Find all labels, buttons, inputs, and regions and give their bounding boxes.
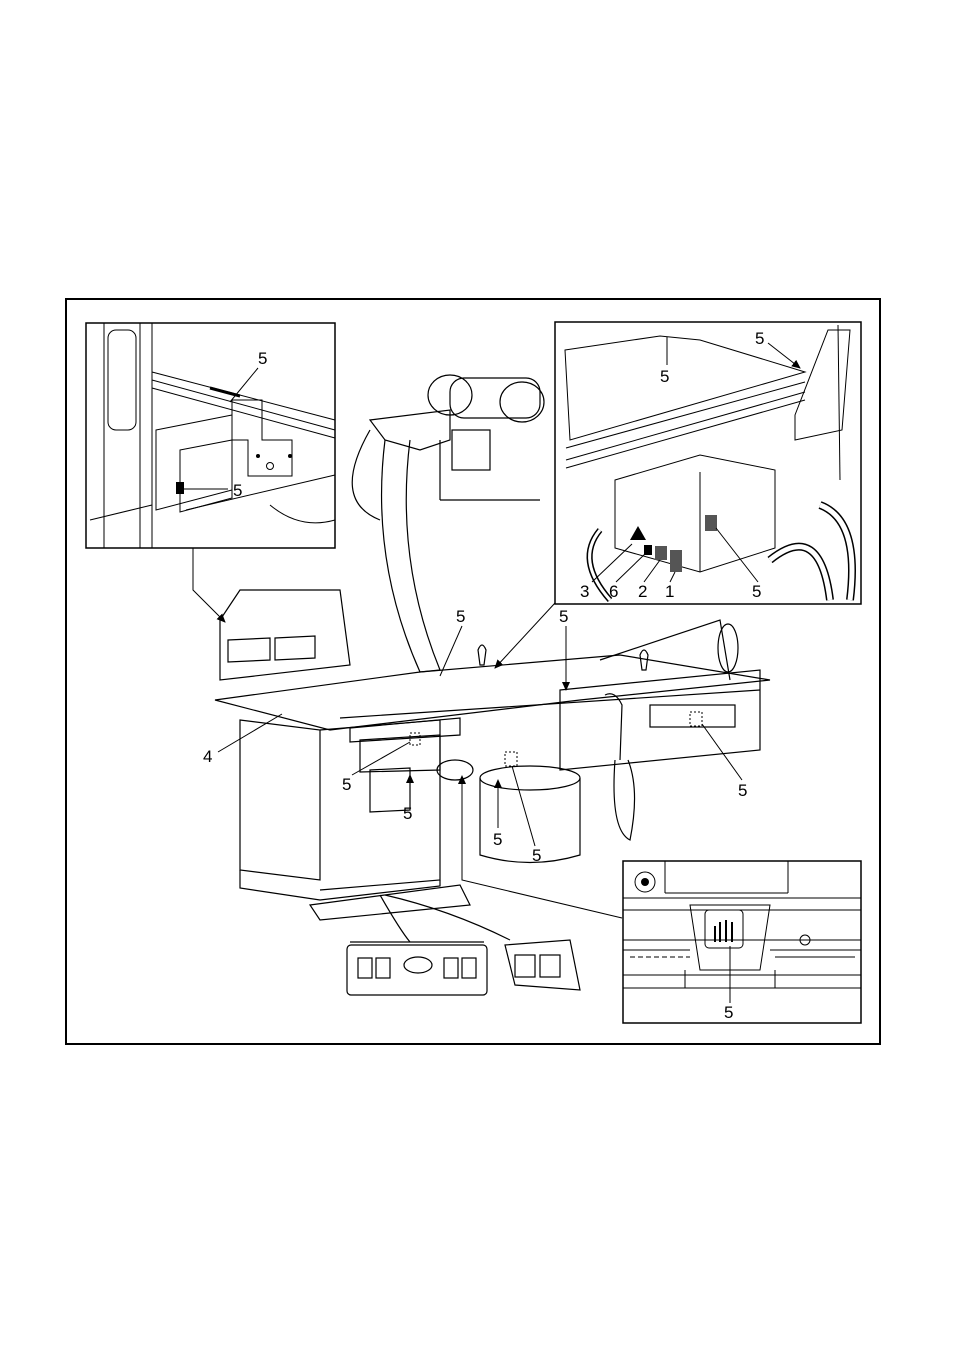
label-sticker xyxy=(705,515,717,531)
hidden-label-marker xyxy=(505,752,517,766)
callout-top-right-n6: 6 xyxy=(609,582,618,601)
main-callouts: 5 5 4 5 5 5 5 5 xyxy=(203,607,747,865)
callout-main-table-center: 5 xyxy=(456,607,465,626)
callout-main-right-panel: 5 xyxy=(738,781,747,800)
label-sticker xyxy=(176,482,184,494)
inset-top-right: 5 5 3 6 2 1 5 xyxy=(555,322,861,604)
inset-bottom-right-pointer xyxy=(462,822,622,918)
callout-top-left-rail: 5 xyxy=(258,349,267,368)
label-sticker xyxy=(655,546,667,560)
inset-top-left-pointer xyxy=(193,548,225,622)
callout-main-n4: 4 xyxy=(203,747,212,766)
hand-warning-label xyxy=(705,910,743,948)
callout-top-right-edge: 5 xyxy=(755,329,764,348)
callout-top-left-box: 5 xyxy=(233,481,242,500)
callout-top-right-n2: 2 xyxy=(638,582,647,601)
inset-top-left: 5 5 xyxy=(86,323,335,548)
callout-main-left-arrow: 5 xyxy=(403,804,412,823)
callout-bottom-right-detail: 5 xyxy=(724,1003,733,1022)
callout-top-right-box: 5 xyxy=(752,582,761,601)
callout-main-center-box: 5 xyxy=(532,846,541,865)
hidden-label-marker xyxy=(690,712,702,726)
callout-main-center-arrows: 5 xyxy=(493,830,502,849)
callout-top-right-n1: 1 xyxy=(665,582,674,601)
inset-top-right-pointer xyxy=(495,603,555,668)
callout-main-table-right: 5 xyxy=(559,607,568,626)
callout-main-left-box: 5 xyxy=(342,775,351,794)
foot-pedal-unit xyxy=(347,895,580,995)
inset-bottom-right: 5 xyxy=(623,861,861,1023)
label-sticker xyxy=(670,550,682,572)
callout-top-right-tube: 5 xyxy=(660,367,669,386)
callout-top-right-n3: 3 xyxy=(580,582,589,601)
hidden-label-marker xyxy=(410,733,420,745)
